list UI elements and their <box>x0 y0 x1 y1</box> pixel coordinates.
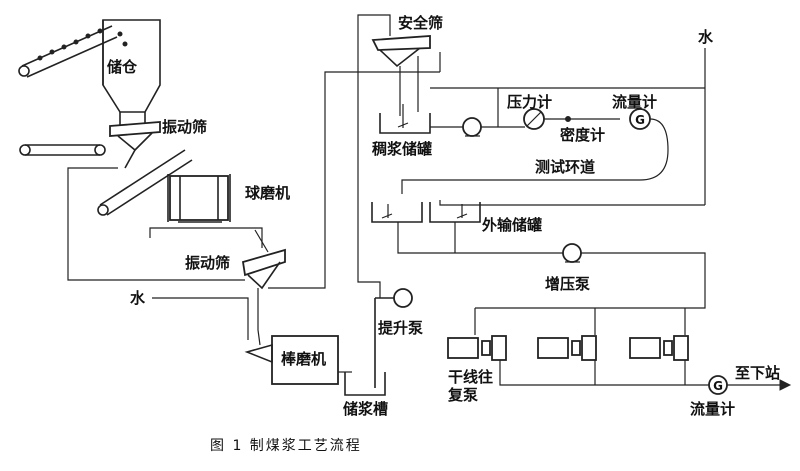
line-to-booster-pump <box>397 222 565 254</box>
thick-slurry-tank-label: 稠浆储罐 <box>371 140 432 158</box>
discharge-header <box>499 360 710 386</box>
riser-to-safety-screen <box>357 14 391 298</box>
water-1-line <box>152 297 249 340</box>
water-1-label: 水 <box>130 289 146 307</box>
inclined-conveyor <box>97 149 193 216</box>
rod-mill-label: 棒磨机 <box>281 350 326 368</box>
export-tanks: 外输储罐 <box>371 202 542 234</box>
svg-text:G: G <box>713 379 723 393</box>
pressure-gauge-label: 压力计 <box>507 93 552 111</box>
booster-pump-label: 增压泵 <box>545 275 590 293</box>
feed-conveyor <box>18 25 128 78</box>
flow-meter-2: G 至下站 流量计 <box>690 364 792 418</box>
storage-bin: 储仓 <box>102 19 161 125</box>
flow-meter-2-label: 流量计 <box>690 400 735 418</box>
line-to-safety-screen <box>268 71 440 289</box>
lift-pump-label: 提升泵 <box>378 319 423 337</box>
slurry-tank-label: 储浆槽 <box>343 400 388 418</box>
mainline-pumps: 干线往 复泵 <box>447 335 689 404</box>
ball-mill-label: 球磨机 <box>245 184 290 202</box>
lift-pump: 提升泵 <box>374 288 423 388</box>
vibrating-screen-2: 振动筛 <box>185 248 286 290</box>
booster-pump: 增压泵 <box>545 243 590 293</box>
recycle-line <box>67 167 245 281</box>
water-2-label: 水 <box>698 28 714 46</box>
to-next-station-label: 至下站 <box>735 364 780 382</box>
figure-caption: 图 1 制煤浆工艺流程 <box>210 438 362 454</box>
slurry-tank: 储浆槽 <box>343 372 388 418</box>
test-loop-label: 测试环道 <box>535 158 595 176</box>
storage-bin-label: 储仓 <box>107 58 138 76</box>
vibrating-screen-2-label: 振动筛 <box>185 254 230 272</box>
ball-mill-outlet <box>149 227 263 248</box>
density-meter-label: 密度计 <box>560 126 605 144</box>
flow-meter-1-label: 流量计 <box>612 93 657 111</box>
safety-screen: 安全筛 <box>371 14 443 116</box>
mainline-pump-label-1: 干线往 <box>448 368 493 386</box>
booster-discharge <box>475 252 706 309</box>
thick-slurry-tank: 稠浆储罐 <box>371 104 432 158</box>
ball-mill: 球磨机 <box>167 174 290 223</box>
export-tank-label: 外输储罐 <box>481 216 542 234</box>
water-2-line <box>439 200 705 206</box>
test-loop: G 压力计 流量计 密度计 测试环道 <box>401 48 706 205</box>
line-to-rod-mill <box>257 288 261 346</box>
side-conveyor <box>19 144 106 156</box>
mainline-pump-label-2: 复泵 <box>447 386 478 404</box>
vibrating-screen-1: 振动筛 <box>109 118 207 169</box>
rod-mill: 棒磨机 <box>244 335 339 385</box>
svg-text:G: G <box>635 113 645 127</box>
safety-screen-label: 安全筛 <box>398 14 443 32</box>
vibrating-screen-1-label: 振动筛 <box>162 118 207 136</box>
